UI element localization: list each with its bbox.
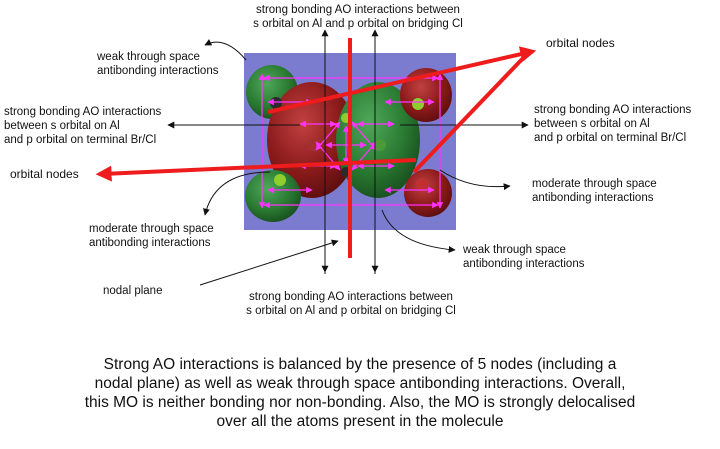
label-moderate-right: moderate through space antibonding inter… [532, 178, 657, 204]
pointer-arrows [167, 29, 529, 286]
label-right-bonding: strong bonding AO interactions between s… [534, 104, 692, 144]
lobe-green-bottom-left [245, 170, 301, 222]
label-top-bonding: strong bonding AO interactions between s… [253, 4, 463, 30]
atom-bottom-right [416, 178, 428, 190]
lobe-red-bottom-right [404, 169, 452, 217]
atom-center-right [374, 139, 386, 151]
orbital-node-arrow-right-lower [412, 52, 529, 174]
caption-line: over all the atoms present in the molecu… [216, 413, 504, 430]
label-nodal-plane: nodal plane [103, 285, 163, 297]
label-left-bonding: strong bonding AO interactions between s… [4, 106, 162, 146]
caption-line: nodal plane) as well as weak through spa… [94, 375, 626, 392]
label-weak-top-left: weak through space antibonding interacti… [97, 51, 219, 77]
label-bottom-bonding: strong bonding AO interactions between s… [246, 291, 456, 317]
orbital-node-arrow-right [267, 46, 537, 114]
orbital-node-arrow-left [95, 158, 417, 182]
caption-line: Strong AO interactions is balanced by th… [103, 356, 617, 373]
caption-line: this MO is neither bonding nor non-bondi… [84, 394, 636, 411]
caption: Strong AO interactions is balanced by th… [40, 355, 680, 431]
label-weak-bottom-right: weak through space antibonding interacti… [463, 244, 585, 270]
label-orbital-nodes-left: orbital nodes [10, 167, 79, 181]
atom-right-terminal [412, 98, 424, 110]
atom-bottom-left [274, 174, 286, 186]
label-moderate-left: moderate through space antibonding inter… [89, 223, 214, 249]
label-orbital-nodes-right: orbital nodes [546, 36, 615, 50]
